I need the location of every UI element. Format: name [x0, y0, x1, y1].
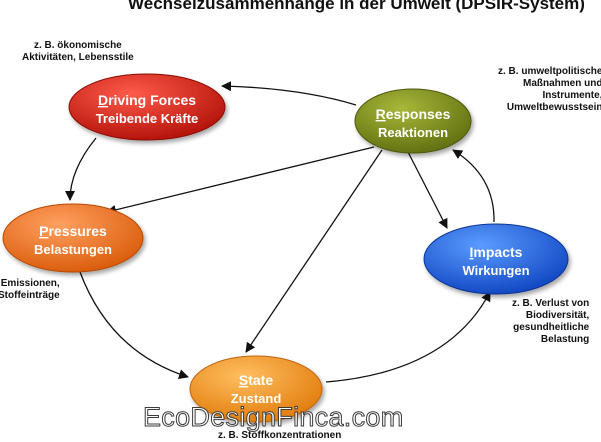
note-state: z. B. Stoffkonzentrationen [218, 430, 342, 441]
watermark: EcoDesignFinca.com [143, 402, 404, 433]
node-driving-forces: Driving Forces Treibende Kräfte [68, 73, 226, 141]
node-impacts: Impacts Wirkungen [423, 223, 569, 295]
driving-forces-ellipse [68, 73, 226, 141]
pressures-ellipse [2, 203, 144, 273]
node-pressures: Pressures Belastungen [2, 203, 144, 273]
impacts-title: Impacts [470, 244, 523, 260]
state-ellipse [189, 355, 323, 423]
impacts-subtitle: Wirkungen [462, 263, 529, 278]
arrow-responses-to-driving [221, 81, 357, 106]
note-driving-forces: z. B. ökonomische Aktivitäten, Lebenssti… [22, 40, 134, 63]
responses-title: Responses [376, 106, 451, 122]
note-impacts: z. B. Verlust von Biodiversität, gesundh… [512, 298, 590, 345]
driving-forces-title: Driving Forces [98, 92, 196, 108]
diagram-title: Wechselzusammenhänge in der Umwelt (DPSI… [128, 0, 585, 13]
node-state: State Zustand [189, 355, 323, 423]
note-responses: z. B. umweltpolitische Maßnahmen und Ins… [498, 66, 601, 113]
state-subtitle: Zustand [231, 391, 282, 406]
state-title: State [239, 372, 273, 388]
arrow-responses-to-impacts [407, 151, 448, 229]
node-responses: Responses Reaktionen [354, 88, 472, 154]
arrow-responses-to-pressures [106, 146, 375, 215]
pressures-subtitle: Belastungen [34, 242, 112, 257]
arrow-driving-to-pressures [65, 137, 97, 201]
impacts-ellipse [423, 223, 569, 295]
responses-ellipse [354, 88, 472, 154]
arrow-responses-to-state [245, 149, 383, 353]
note-pressures: Emissionen, Stoffeinträge [0, 278, 60, 301]
arrow-impacts-to-responses [452, 149, 495, 223]
driving-forces-subtitle: Treibende Kräfte [96, 111, 199, 126]
pressures-title: Pressures [39, 223, 107, 239]
responses-subtitle: Reaktionen [378, 125, 448, 140]
arrow-pressures-to-state [79, 271, 189, 380]
arrow-state-to-impacts [325, 291, 491, 383]
